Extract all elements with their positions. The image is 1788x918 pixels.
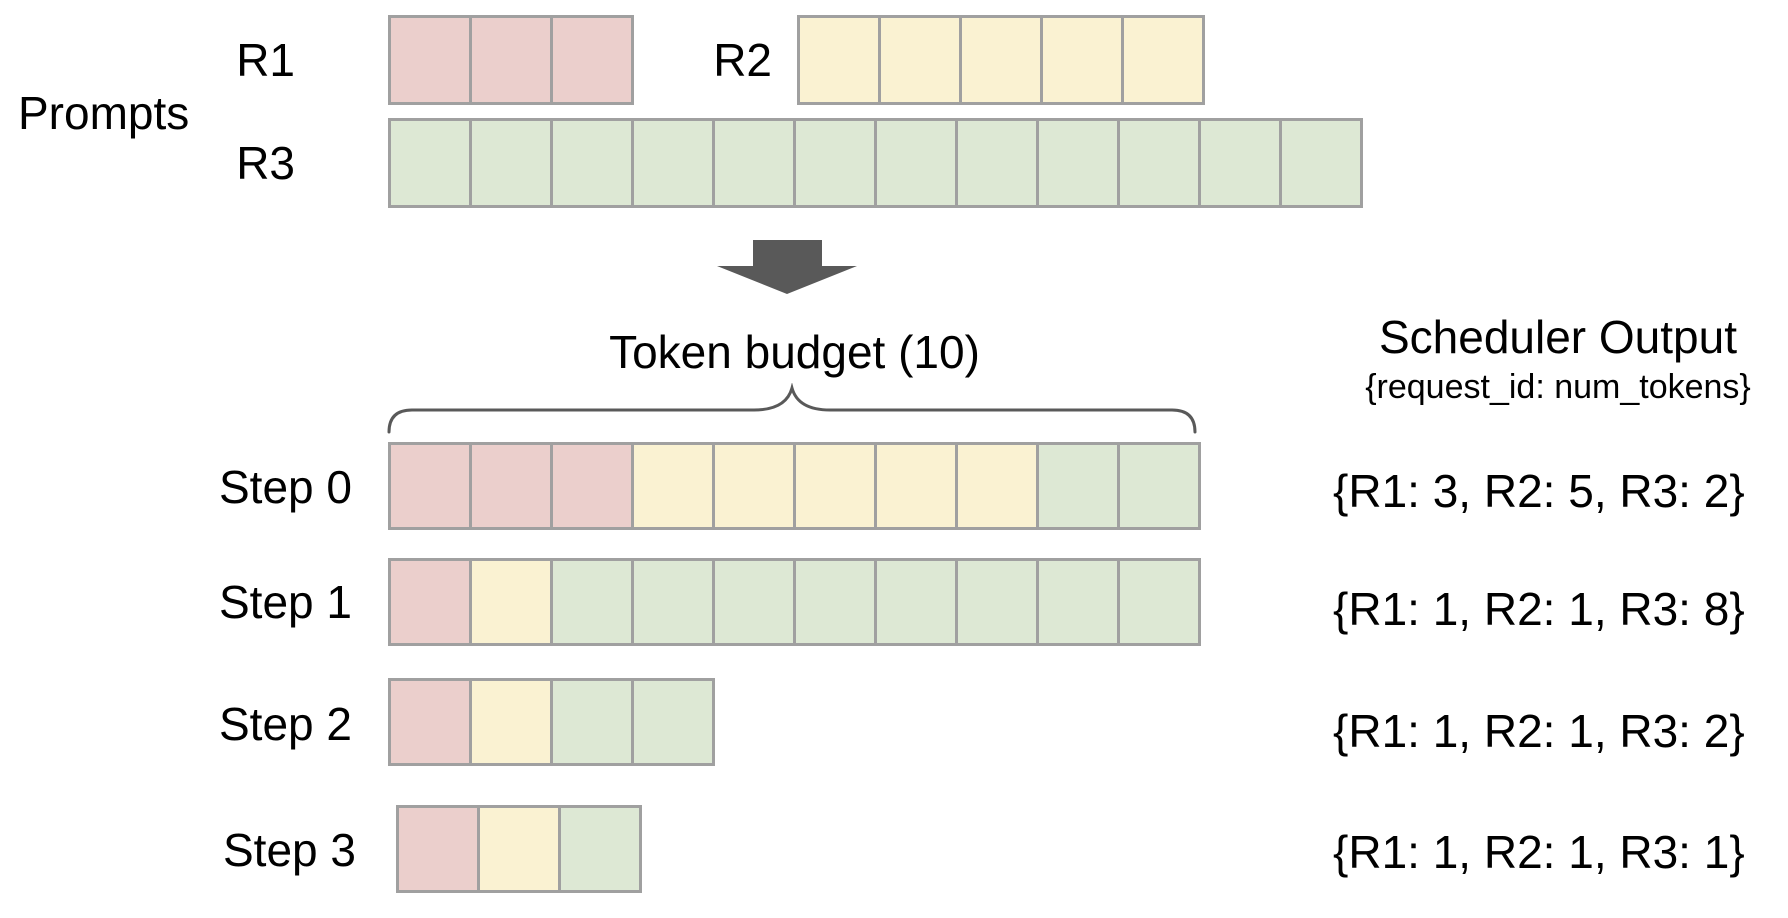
step-0-output: {R1: 3, R2: 5, R3: 2} — [1333, 465, 1745, 517]
token-cell-r2 — [793, 442, 877, 530]
token-cell-r3 — [712, 558, 796, 646]
token-cell-r2 — [955, 442, 1039, 530]
token-cell-r2 — [469, 678, 553, 766]
request-label-r3: R3 — [236, 137, 295, 189]
token-cell-r3 — [469, 118, 553, 208]
request-label-r2: R2 — [713, 34, 772, 86]
token-cell-r1 — [469, 15, 553, 105]
token-cell-r3 — [1117, 118, 1201, 208]
token-budget-brace — [387, 383, 1197, 434]
token-cell-r2 — [959, 15, 1043, 105]
token-cell-r3 — [550, 118, 634, 208]
step-0-label: Step 0 — [219, 461, 352, 513]
token-cell-r3 — [1036, 442, 1120, 530]
step-2-output: {R1: 1, R2: 1, R3: 2} — [1333, 705, 1745, 757]
step-1-token-row — [388, 558, 1201, 646]
request-label-r1: R1 — [236, 34, 295, 86]
token-cell-r2 — [1121, 15, 1205, 105]
token-cell-r3 — [874, 558, 958, 646]
token-cell-r3 — [631, 118, 715, 208]
token-cell-r3 — [558, 805, 642, 893]
token-cell-r3 — [1279, 118, 1363, 208]
token-cell-r2 — [874, 442, 958, 530]
token-cell-r2 — [797, 15, 881, 105]
token-cell-r1 — [396, 805, 480, 893]
token-cell-r3 — [712, 118, 796, 208]
token-cell-r3 — [1198, 118, 1282, 208]
prompt-token-row-r2 — [797, 15, 1205, 105]
token-cell-r3 — [955, 118, 1039, 208]
token-cell-r3 — [955, 558, 1039, 646]
token-cell-r3 — [631, 558, 715, 646]
scheduler-output-subtitle: {request_id: num_tokens} — [1365, 368, 1751, 406]
step-0-token-row — [388, 442, 1201, 530]
token-cell-r3 — [1117, 558, 1201, 646]
token-cell-r1 — [388, 678, 472, 766]
token-cell-r3 — [1036, 558, 1120, 646]
token-cell-r3 — [631, 678, 715, 766]
token-cell-r3 — [550, 558, 634, 646]
scheduler-output-title: Scheduler Output — [1378, 311, 1737, 363]
step-2-label: Step 2 — [219, 698, 352, 750]
token-cell-r3 — [793, 558, 877, 646]
token-cell-r2 — [878, 15, 962, 105]
token-budget-label: Token budget (10) — [609, 326, 980, 378]
token-cell-r1 — [388, 442, 472, 530]
step-2-token-row — [388, 678, 715, 766]
step-1-output: {R1: 1, R2: 1, R3: 8} — [1333, 583, 1745, 635]
token-cell-r1 — [550, 442, 634, 530]
brace-path — [387, 383, 1197, 434]
token-cell-r1 — [469, 442, 553, 530]
prompts-section-label: Prompts — [18, 87, 190, 139]
token-cell-r2 — [477, 805, 561, 893]
token-cell-r1 — [388, 15, 472, 105]
token-cell-r1 — [550, 15, 634, 105]
step-3-output: {R1: 1, R2: 1, R3: 1} — [1333, 826, 1745, 878]
token-cell-r3 — [1117, 442, 1201, 530]
token-cell-r2 — [469, 558, 553, 646]
token-cell-r3 — [874, 118, 958, 208]
token-cell-r3 — [1036, 118, 1120, 208]
token-cell-r2 — [631, 442, 715, 530]
down-arrow-icon — [717, 240, 857, 294]
token-cell-r2 — [712, 442, 796, 530]
token-cell-r3 — [793, 118, 877, 208]
down-arrow-shape — [717, 240, 857, 294]
token-cell-r3 — [388, 118, 472, 208]
token-cell-r3 — [550, 678, 634, 766]
step-3-label: Step 3 — [223, 824, 356, 876]
token-cell-r1 — [388, 558, 472, 646]
prompt-token-row-r1 — [388, 15, 634, 105]
step-1-label: Step 1 — [219, 576, 352, 628]
token-cell-r2 — [1040, 15, 1124, 105]
step-3-token-row — [396, 805, 642, 893]
prompt-token-row-r3 — [388, 118, 1363, 208]
